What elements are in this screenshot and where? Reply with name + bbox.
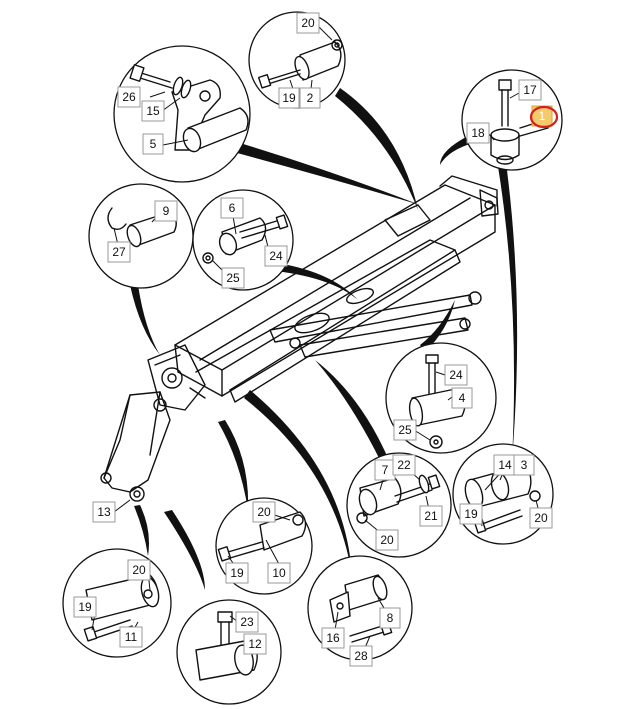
svg-text:26: 26 <box>122 90 136 104</box>
callout-label: 19 <box>278 87 300 109</box>
callout-label: 8 <box>379 607 401 629</box>
callout-label: 20 <box>296 12 320 34</box>
svg-text:14: 14 <box>498 458 512 472</box>
callout-label: 14 <box>493 454 517 476</box>
svg-text:27: 27 <box>112 245 126 259</box>
svg-text:25: 25 <box>226 271 240 285</box>
svg-text:20: 20 <box>534 511 548 525</box>
callout-label: 21 <box>419 505 443 527</box>
svg-text:3: 3 <box>521 458 528 472</box>
callout-label: 4 <box>451 387 473 409</box>
svg-text:5: 5 <box>150 137 157 151</box>
svg-text:12: 12 <box>248 637 262 651</box>
svg-text:22: 22 <box>397 458 411 472</box>
callout-label: 2 <box>299 87 321 109</box>
callout-label: 19 <box>73 596 97 618</box>
callout-label: 16 <box>321 627 345 649</box>
callout-label: 22 <box>392 454 416 476</box>
callout-label: 25 <box>393 419 417 441</box>
callout-label: 26 <box>117 86 141 108</box>
callout-label: 19 <box>225 562 249 584</box>
svg-text:19: 19 <box>230 566 244 580</box>
callout-label: 11 <box>119 626 143 648</box>
callout-label: 10 <box>267 562 291 584</box>
callout-label: 20 <box>529 507 553 529</box>
callout-label: 6 <box>220 197 244 219</box>
svg-text:20: 20 <box>301 16 315 30</box>
callout-label: 12 <box>243 633 267 655</box>
callout-label: 24 <box>264 245 288 267</box>
svg-text:19: 19 <box>78 600 92 614</box>
svg-text:1: 1 <box>539 109 546 123</box>
svg-text:4: 4 <box>459 391 466 405</box>
highlight-marker <box>529 105 559 129</box>
callout-label: 24 <box>444 364 468 386</box>
svg-text:18: 18 <box>471 126 485 140</box>
svg-text:7: 7 <box>382 463 389 477</box>
svg-text:6: 6 <box>229 201 236 215</box>
svg-text:20: 20 <box>257 505 271 519</box>
callout-label: 23 <box>235 611 259 633</box>
callout-label: 19 <box>459 503 483 525</box>
callout-label: 9 <box>154 200 178 222</box>
callout-label: 18 <box>466 122 490 144</box>
callout-label: 13 <box>92 501 116 523</box>
svg-text:2: 2 <box>307 91 314 105</box>
callout-label: 5 <box>142 133 164 155</box>
callouts: 20 19 2 26 15 5 17 18 1 9 27 6 24 25 24 … <box>73 12 559 667</box>
callout-label: 3 <box>513 454 535 476</box>
svg-text:19: 19 <box>464 507 478 521</box>
svg-text:9: 9 <box>163 204 170 218</box>
svg-text:19: 19 <box>282 91 296 105</box>
svg-text:28: 28 <box>354 649 368 663</box>
callout-label: 7 <box>374 459 396 481</box>
svg-text:16: 16 <box>326 631 340 645</box>
svg-text:20: 20 <box>132 563 146 577</box>
callout-label: 27 <box>107 241 131 263</box>
svg-text:17: 17 <box>523 83 537 97</box>
callout-label: 20 <box>127 559 151 581</box>
svg-text:24: 24 <box>269 249 283 263</box>
callout-label: 17 <box>518 79 542 101</box>
svg-text:20: 20 <box>380 533 394 547</box>
callout-label: 15 <box>141 100 165 122</box>
svg-text:11: 11 <box>125 630 138 644</box>
svg-text:23: 23 <box>240 615 254 629</box>
callout-label: 25 <box>221 267 245 289</box>
callout-label: 20 <box>375 529 399 551</box>
boom-assembly <box>100 175 499 502</box>
callout-label: 28 <box>349 645 373 667</box>
svg-text:25: 25 <box>398 423 412 437</box>
svg-text:21: 21 <box>424 509 438 523</box>
svg-text:8: 8 <box>387 611 394 625</box>
svg-text:10: 10 <box>272 566 286 580</box>
svg-text:15: 15 <box>146 104 160 118</box>
svg-text:13: 13 <box>97 505 111 519</box>
svg-text:24: 24 <box>449 368 463 382</box>
callout-label: 20 <box>252 501 276 523</box>
